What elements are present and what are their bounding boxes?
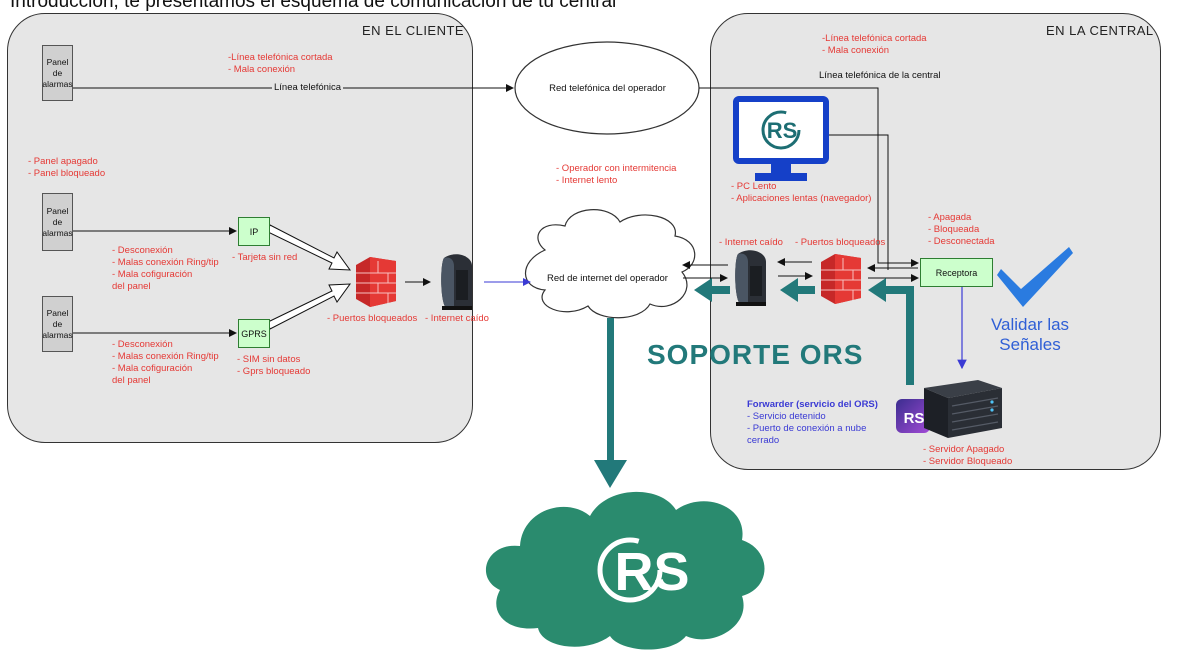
panel2-issues: - Desconexión - Malas conexión Ring/tip … bbox=[112, 245, 219, 292]
central-modem-icon bbox=[735, 250, 766, 306]
central-ports-issue: - Puertos bloqueados bbox=[795, 237, 886, 248]
forwarder-issues: - Servicio detenido - Puerto de conexión… bbox=[747, 411, 867, 446]
receiver-box: Receptora bbox=[920, 258, 993, 287]
gprs-issues: - SIM sin datos - Gprs bloqueado bbox=[237, 354, 311, 377]
ors-cloud-shape bbox=[485, 491, 765, 650]
central-firewall-icon bbox=[821, 254, 861, 304]
client-phone-issues: -Línea telefónica cortada - Mala conexió… bbox=[228, 52, 333, 75]
intro-text: Introducción, te presentamos el esquema … bbox=[10, 0, 617, 12]
client-firewall-icon bbox=[356, 257, 396, 307]
operator-issues: - Operador con intermitencia - Internet … bbox=[556, 163, 677, 186]
panel-issues: - Panel apagado - Panel bloqueado bbox=[28, 156, 106, 179]
server-issues: - Servidor Apagado - Servidor Bloqueado bbox=[923, 444, 1013, 467]
central-phone-issues: -Línea telefónica cortada - Mala conexió… bbox=[822, 33, 927, 56]
client-region-title: EN EL CLIENTE bbox=[362, 23, 465, 38]
pc-issues: - PC Lento - Aplicaciones lentas (navega… bbox=[731, 181, 872, 204]
client-modem-icon bbox=[441, 254, 472, 310]
forwarder-logo-text: RS bbox=[904, 410, 925, 427]
gprs-firewall-arrow bbox=[267, 283, 352, 330]
internet-cloud-shape bbox=[525, 209, 696, 319]
ip-module: IP bbox=[238, 217, 270, 246]
server-icon bbox=[924, 380, 1002, 438]
ors-cloud: RS bbox=[485, 491, 765, 650]
phone-network-label: Red telefónica del operador bbox=[549, 82, 666, 94]
central-region-title: EN LA CENTRAL bbox=[1046, 23, 1154, 38]
pc-logo-text: RS bbox=[767, 118, 798, 143]
central-internet-issue: - Internet caído bbox=[719, 237, 783, 248]
gprs-module: GPRS bbox=[238, 319, 270, 348]
forwarder-title: Forwarder (servicio del ORS) bbox=[747, 399, 878, 410]
ip-issue: - Tarjeta sin red bbox=[232, 252, 298, 263]
ors-forwarder-icon: RS bbox=[896, 399, 930, 433]
internet-network-label: Red de internet del operador bbox=[547, 272, 668, 284]
support-ors-label: SOPORTE ORS bbox=[647, 339, 864, 370]
client-modem-issue: - Internet caído bbox=[425, 313, 489, 324]
central-phone-connector bbox=[699, 87, 919, 267]
validate-signals-label: Validar las Señales bbox=[990, 315, 1070, 354]
pc-receiver-connector bbox=[828, 134, 889, 270]
phone-line-label: Línea telefónica bbox=[272, 82, 344, 94]
pc-monitor-icon: RS bbox=[733, 96, 829, 181]
alarm-panel-2: Panel de alarmas bbox=[42, 193, 73, 251]
alarm-panel-3: Panel de alarmas bbox=[42, 296, 73, 352]
checkmark-icon bbox=[997, 247, 1073, 307]
client-firewall-issue: - Puertos bloqueados bbox=[327, 313, 418, 324]
central-line-label: Línea telefónica de la central bbox=[819, 70, 941, 81]
support-arrows bbox=[594, 278, 914, 488]
ip-firewall-arrow bbox=[267, 224, 352, 271]
panel3-issues: - Desconexión - Malas conexión Ring/tip … bbox=[112, 339, 219, 386]
alarm-panel-1: Panel de alarmas bbox=[42, 45, 73, 101]
receiver-issues: - Apagada - Bloqueada - Desconectada bbox=[928, 212, 995, 247]
ors-cloud-logo-text: RS bbox=[614, 542, 689, 602]
